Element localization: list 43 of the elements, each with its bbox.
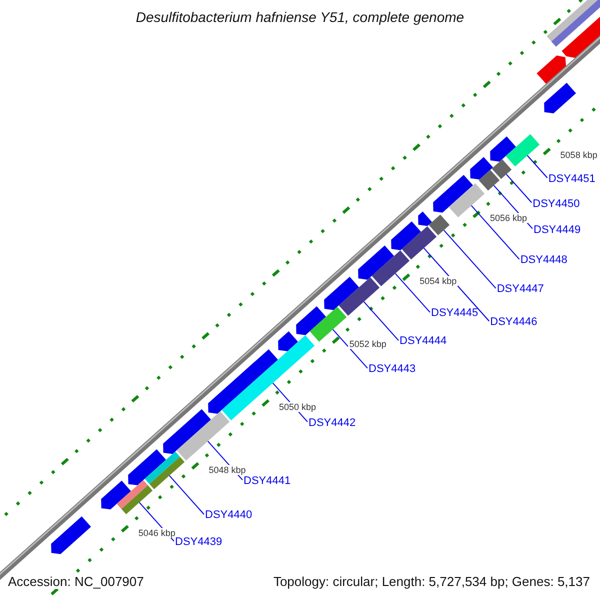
gene-bar <box>116 480 153 514</box>
gene-label: DSY4446 <box>490 316 538 330</box>
leader-line <box>443 230 496 289</box>
scale-label: 5050 kbp <box>278 402 318 412</box>
gene-label: DSY4445 <box>431 307 478 320</box>
gene-bar <box>478 170 500 191</box>
leader-line <box>168 475 204 515</box>
gene-bar <box>338 277 380 316</box>
leader-line <box>526 155 548 178</box>
scale-label: 5054 kbp <box>418 276 458 286</box>
gene-bar <box>448 183 485 218</box>
gene-label: DSY4451 <box>548 172 596 186</box>
gene-bar <box>492 159 512 179</box>
leader-line <box>470 205 520 260</box>
gene-label: DSY4442 <box>308 416 356 430</box>
accession-text: Accession: NC_007907 <box>8 574 144 589</box>
gene-bar <box>428 214 450 236</box>
gene-label: DSY4440 <box>205 509 252 522</box>
gene-bar <box>144 452 185 490</box>
scale-label: 5056 kbp <box>488 213 528 224</box>
gene-label: DSY4448 <box>520 254 568 268</box>
leader-line <box>506 174 532 204</box>
gene-label: DSY4450 <box>532 198 580 211</box>
leader-line <box>332 328 368 369</box>
gene-label: DSY4447 <box>496 283 544 296</box>
scale-label: 5046 kbp <box>137 528 176 538</box>
scale-label: 5048 kbp <box>208 464 247 475</box>
scale-label: 5058 kbp <box>559 150 598 160</box>
gene-label: DSY4444 <box>400 335 447 348</box>
gene-label: DSY4439 <box>175 536 222 550</box>
gene-label: DSY4449 <box>534 224 581 237</box>
gene-bar <box>176 411 230 461</box>
leader-line <box>394 273 430 313</box>
scale-label: 5052 kbp <box>348 339 388 350</box>
gene-bar <box>310 306 347 342</box>
gene-bar <box>506 134 540 166</box>
gene-bar <box>402 226 437 260</box>
gene-bar <box>372 250 410 286</box>
gene-label: DSY4443 <box>368 363 416 376</box>
title: Desulfitobacterium hafniense Y51, complete genome <box>134 9 466 25</box>
gene-label: DSY4441 <box>244 474 291 488</box>
genome-info-text: Topology: circular; Length: 5,727,534 bp; Genes: 5,137 <box>273 574 590 589</box>
leader-line <box>363 301 399 341</box>
